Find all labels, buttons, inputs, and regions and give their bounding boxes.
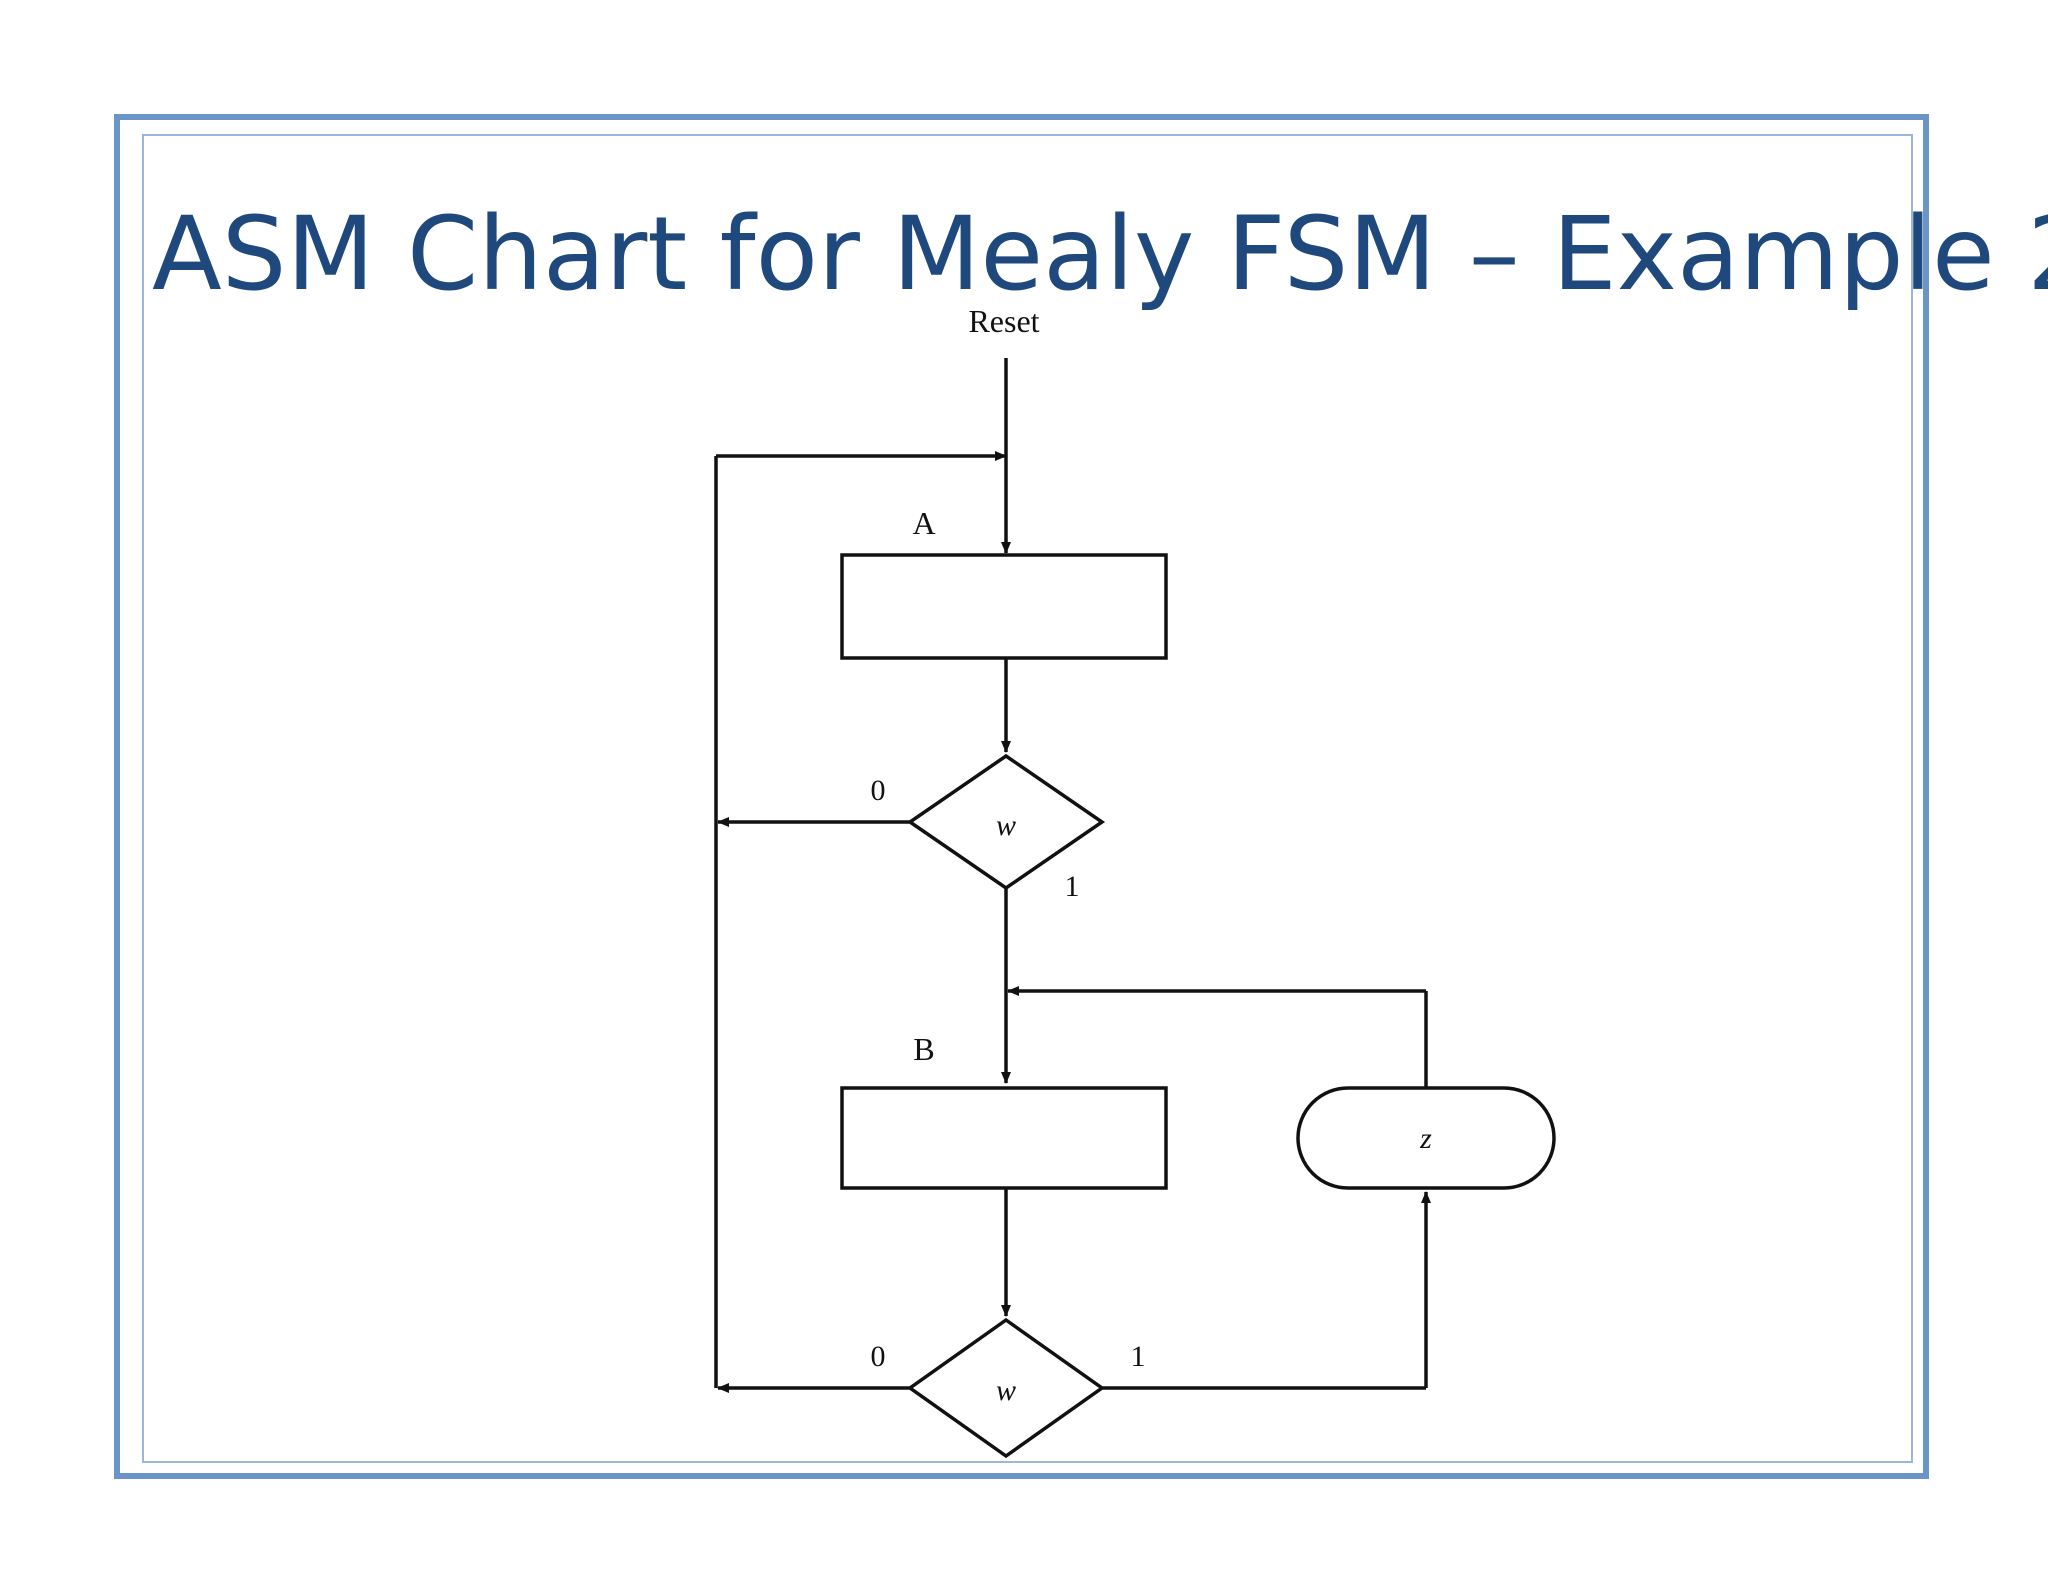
- decision-2-diamond: [906, 1317, 1106, 1459]
- slide-frame: [114, 114, 1929, 1479]
- state-b-label: B: [913, 1031, 934, 1067]
- decision-1-condition: w: [996, 809, 1016, 842]
- decision-1-false-label: 0: [871, 774, 886, 807]
- decision-2-false-label: 0: [871, 1340, 886, 1373]
- state-a-label: A: [912, 505, 935, 541]
- conditional-output-label: z: [1419, 1122, 1432, 1155]
- slide-content-area: [142, 134, 1913, 1463]
- state-a-box: [840, 553, 1168, 660]
- state-b-box: [840, 1086, 1168, 1190]
- decision-1-true-label: 1: [1065, 870, 1080, 903]
- slide-title: ASM Chart for Mealy FSM – Example 2: [152, 195, 2048, 314]
- conditional-output-z: [1296, 1086, 1556, 1190]
- reset-label: Reset: [968, 303, 1039, 339]
- decision-2-condition: w: [996, 1374, 1016, 1407]
- decision-2-true-label: 1: [1131, 1340, 1146, 1373]
